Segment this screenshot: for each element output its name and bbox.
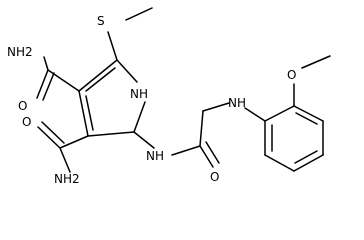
bond-ch2-nh — [202, 102, 230, 112]
bond-s-ch3 — [125, 7, 153, 21]
label-amide-top-nh2: NH2 — [7, 45, 33, 59]
bond-c2-s — [107, 31, 118, 61]
label-amide-top-oxygen: O — [18, 99, 27, 113]
bond-co-o-2 — [205, 141, 220, 164]
label-methoxy-oxygen: O — [287, 68, 296, 82]
label-aniline-nh: NH — [228, 96, 246, 110]
bond-ar-4-inner — [294, 150, 318, 164]
label-amide-bottom-oxygen: O — [22, 115, 31, 129]
label-amide-oxygen: O — [210, 170, 219, 184]
bond-c3-c4-double — [78, 90, 89, 137]
atom-labels: NH2 O S NH O NH2 NH O NH O — [7, 14, 296, 186]
structure-canvas: NH2 O S NH O NH2 NH O NH O — [7, 7, 331, 186]
molecule-drawing: NH2 O S NH O NH2 NH O NH O — [7, 7, 331, 186]
bond-c3-co-top — [47, 69, 80, 92]
bond-o-ch3 — [301, 55, 331, 69]
bonds — [36, 7, 331, 173]
bond-n1-c2 — [116, 59, 138, 83]
bond-co-ch2 — [199, 110, 204, 147]
bond-c2-c3-inner — [85, 67, 116, 92]
bond-c3-c4-double-inner — [85, 95, 94, 131]
label-ring-nh: NH — [130, 87, 148, 101]
bond-ar-1 — [264, 105, 295, 122]
bond-ar-2-inner — [295, 112, 318, 125]
bond-co-n-bottom — [59, 147, 71, 173]
bond-co-o-bottom-1 — [37, 126, 61, 149]
bond-c4-co-bottom — [59, 135, 89, 149]
bond-c5-n1 — [133, 101, 146, 133]
label-sulfur: S — [97, 14, 105, 28]
bond-co-o-bottom-2 — [41, 121, 65, 144]
bond-c2-c3 — [78, 59, 118, 92]
label-amide-bottom-nh2: NH2 — [54, 172, 80, 186]
bond-co-o-top-2 — [42, 72, 55, 101]
label-amide-nh: NH — [146, 149, 164, 163]
bond-co-n-top — [43, 56, 49, 71]
bond-nh-co — [171, 145, 201, 156]
bond-ar-5 — [264, 154, 295, 172]
bond-c4-c5 — [87, 131, 135, 137]
bond-ar-2 — [293, 105, 324, 122]
bond-c5-nh — [133, 131, 155, 149]
bond-co-o-top-1 — [36, 69, 49, 99]
bond-nh-aryl — [244, 107, 266, 122]
bond-co-o-1 — [199, 145, 214, 168]
bond-ar-4 — [293, 154, 324, 172]
